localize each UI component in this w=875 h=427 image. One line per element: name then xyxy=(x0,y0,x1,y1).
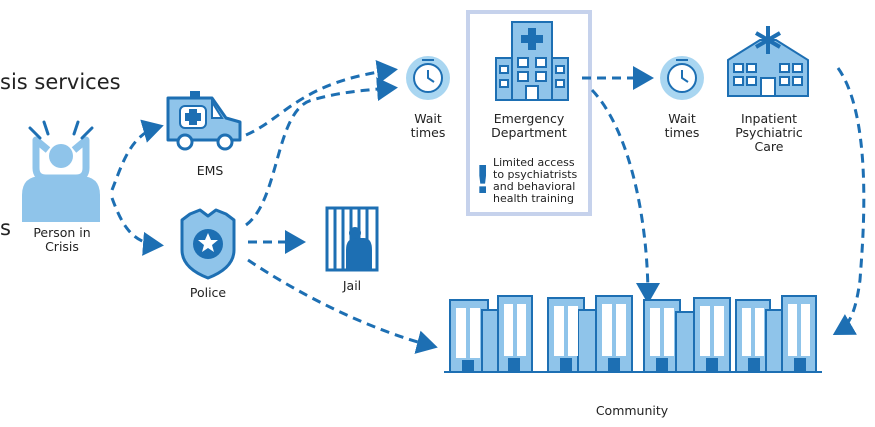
person-in-crisis-label: Person in Crisis xyxy=(22,226,102,254)
psychiatric-hospital-icon xyxy=(727,26,809,97)
ed-line1: Emergency xyxy=(493,111,565,126)
ed-note-line4: health training xyxy=(493,192,574,205)
legend-text-crisis-services: sis services xyxy=(0,70,121,94)
inpatient-psychiatric-care-label: Inpatient Psychiatric Care xyxy=(724,112,814,154)
inpatient-line3: Care xyxy=(754,139,784,154)
inpatient-line1: Inpatient xyxy=(740,111,798,126)
ems-label: EMS xyxy=(196,163,224,178)
arrow-person-to-ems xyxy=(110,119,164,191)
ed-limited-access-note: Limited access to psychiatrists and beha… xyxy=(493,157,577,205)
wait2-line1: Wait xyxy=(668,111,696,126)
jail-label: Jail xyxy=(342,278,362,293)
legend-text-partial: s xyxy=(0,216,11,240)
police-badge-icon xyxy=(180,208,236,280)
exclamation-icon: ! xyxy=(474,158,492,202)
person-in-crisis-icon xyxy=(22,120,100,222)
community-label: Community xyxy=(595,403,669,418)
ed-line2: Department xyxy=(491,125,567,140)
clock-icon xyxy=(660,56,704,100)
hospital-icon xyxy=(495,21,569,101)
arrow-police-to-community xyxy=(247,258,438,354)
emergency-department-label: Emergency Department xyxy=(476,112,582,140)
person-label-line1: Person in xyxy=(33,225,91,240)
inpatient-line2: Psychiatric xyxy=(735,125,803,140)
wait-times-label-2: Wait times xyxy=(657,112,707,140)
jail-icon xyxy=(325,206,379,272)
community-buildings-icon xyxy=(444,295,822,373)
wait1-line2: times xyxy=(410,125,446,140)
arrow-person-to-police xyxy=(110,197,164,256)
ambulance-icon xyxy=(166,91,242,151)
police-label: Police xyxy=(189,285,227,300)
arrow-inpatient-to-community xyxy=(832,67,866,336)
wait1-line1: Wait xyxy=(414,111,442,126)
ed-note-line1: Limited access xyxy=(493,156,575,169)
arrow-ems-to-wait xyxy=(245,60,398,137)
ed-note-line2: to psychiatrists xyxy=(493,168,578,181)
arrow-ed-to-community xyxy=(590,88,660,304)
ed-note-line3: and behavioral xyxy=(493,180,576,193)
person-label-line2: Crisis xyxy=(45,239,79,254)
arrow-police-to-wait xyxy=(245,77,398,227)
clock-icon xyxy=(406,56,450,100)
wait2-line2: times xyxy=(664,125,700,140)
wait-times-label-1: Wait times xyxy=(403,112,453,140)
